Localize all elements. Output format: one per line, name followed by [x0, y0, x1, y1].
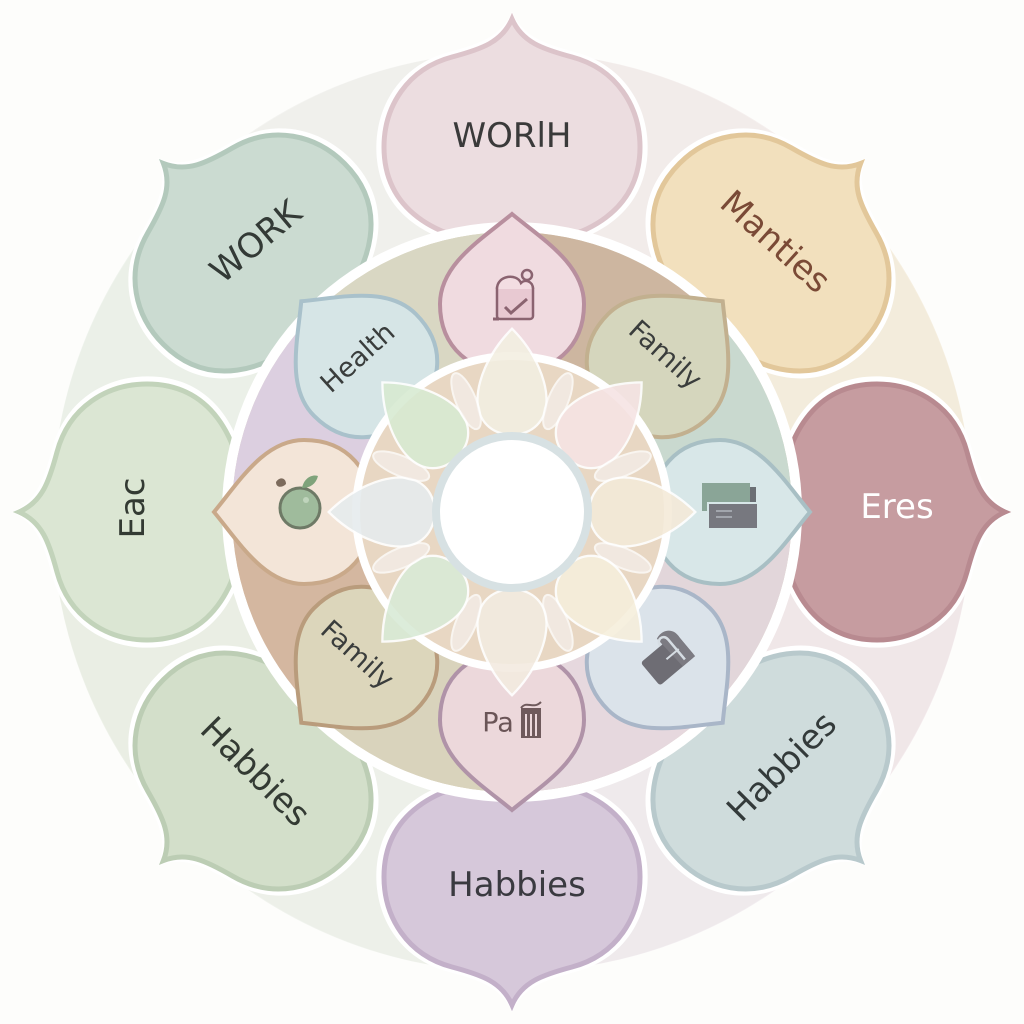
inner-label-pa: Pa: [482, 707, 514, 739]
segment-label-bottom: Habbies: [448, 865, 586, 905]
apple-icon: [276, 475, 322, 530]
chart-icon: [520, 701, 542, 738]
inner-flower: [327, 327, 697, 697]
documents-icon: [702, 483, 759, 530]
center-circle: [440, 440, 584, 584]
calendar-check-icon: [493, 268, 535, 321]
segment-label-left: Eac: [113, 477, 153, 539]
segment-label-right: Eres: [860, 487, 934, 527]
finance-book-icon: [641, 630, 696, 685]
segment-label-top: WORlH: [452, 116, 572, 156]
